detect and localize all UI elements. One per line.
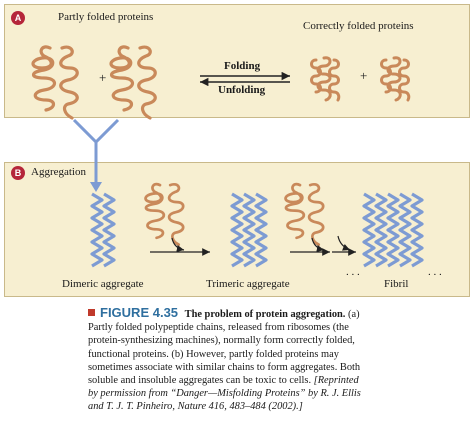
- plus-sign-2: +: [360, 68, 368, 83]
- figure-citation: [Reprinted by permission from “Danger—Mi…: [88, 375, 361, 413]
- aggregation-connector-head: [90, 182, 102, 192]
- trimeric-label: Trimeric aggregate: [206, 278, 290, 290]
- aggregation-connector: [72, 118, 120, 184]
- figure-title: The problem of protein aggregation.: [184, 309, 346, 320]
- dimeric-label: Dimeric aggregate: [62, 278, 144, 290]
- figure-number: FIGURE 4.35: [100, 305, 179, 320]
- figure-body: (a) Partly folded polypeptide chains, re…: [88, 309, 361, 387]
- continuation-dots-1: . . .: [346, 266, 360, 278]
- trimeric-aggregate: [230, 192, 268, 268]
- partly-folded-protein-2: [109, 45, 157, 120]
- unfolding-label: Unfolding: [218, 84, 266, 96]
- folding-label: Folding: [224, 60, 261, 72]
- panel-a: [4, 4, 470, 118]
- plus-sign-1: +: [99, 70, 107, 85]
- badge-b: B: [11, 166, 25, 180]
- correctly-folded-label: Correctly folded proteins: [303, 20, 414, 32]
- fibril: [362, 192, 424, 268]
- fibril-label: Fibril: [384, 278, 409, 290]
- dimeric-aggregate: [90, 192, 116, 268]
- continuation-dots-2: . . .: [428, 266, 442, 278]
- join-arrow-1: [171, 237, 185, 253]
- join-arrow-3: [337, 235, 351, 251]
- folded-protein-1: [310, 56, 341, 102]
- partly-folded-protein-4: [284, 182, 325, 246]
- folded-protein-2: [380, 56, 411, 102]
- panel-b: [4, 162, 470, 297]
- figure-citation-journal: Nature 416, 483–484 (2002).]: [177, 401, 303, 413]
- aggregation-label: Aggregation: [31, 166, 86, 178]
- partly-folded-protein-3: [144, 182, 185, 246]
- caption-marker: [88, 309, 95, 316]
- partly-folded-protein-1: [31, 45, 79, 120]
- figure-caption: FIGURE 4.35 The problem of protein aggre…: [88, 306, 370, 414]
- partly-folded-label: Partly folded proteins: [58, 11, 154, 23]
- badge-a: A: [11, 11, 25, 25]
